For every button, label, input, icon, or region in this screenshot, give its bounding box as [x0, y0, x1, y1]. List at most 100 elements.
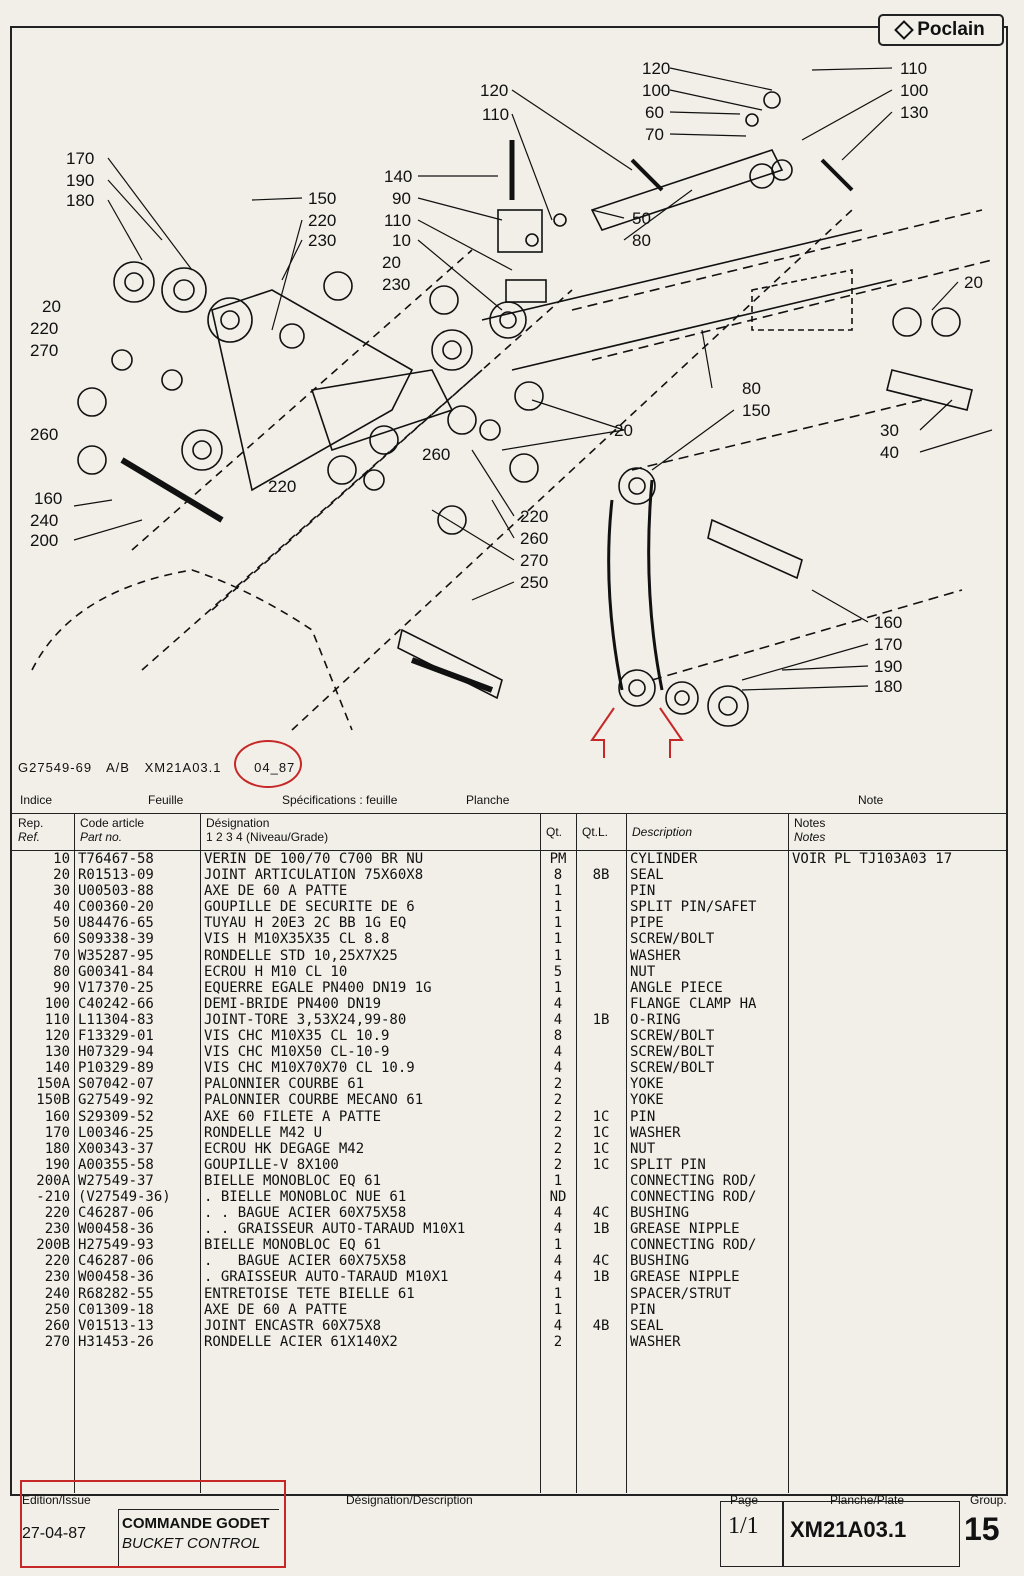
- cell-rep: 150A: [36, 1076, 70, 1093]
- cell-description: SEAL: [630, 1317, 664, 1334]
- callout-label: 130: [900, 103, 928, 122]
- cell-description: WASHER: [630, 947, 681, 964]
- cell-qt: 4: [553, 1060, 563, 1077]
- callout-label: 10: [392, 231, 411, 250]
- callout-label: 100: [900, 81, 928, 100]
- exploded-view-drawing: 120 100 60 70 110 100 130 120 110 140 90…: [30, 59, 993, 758]
- callouts: 120 100 60 70 110 100 130 120 110 140 90…: [30, 59, 983, 696]
- cell-rep: 100: [44, 995, 70, 1012]
- cell-qtl: 4B: [592, 1317, 610, 1334]
- cell-designation: JOINT ENCASTR 60X75X8: [204, 1317, 382, 1334]
- cell-qtl: [576, 948, 626, 964]
- cell-rep: 10: [53, 851, 70, 867]
- cell-designation: AXE DE 60 A PATTE: [204, 1301, 348, 1318]
- cell-rep: 200B: [36, 1237, 70, 1254]
- plate-value: XM21A03.1: [790, 1517, 907, 1542]
- cell-designation: . BAGUE ACIER 60X75X58: [204, 1253, 407, 1270]
- callout-label: 270: [520, 551, 548, 570]
- cell-rep: 20: [53, 867, 70, 884]
- cell-qt: 1: [553, 899, 563, 916]
- cell-rep: 90: [53, 979, 70, 996]
- callout-label: 120: [480, 81, 508, 100]
- callout-label: 250: [520, 573, 548, 592]
- cell-notes: [788, 948, 1008, 964]
- cell-qtl: 1C: [592, 1156, 610, 1173]
- cell-rep: 240: [44, 1285, 70, 1302]
- designation-label: Désignation/Description: [346, 1493, 473, 1507]
- cell-qt: 4: [553, 1221, 563, 1238]
- cell-qtl: [576, 964, 626, 980]
- cell-designation: JOINT-TORE 3,53X24,99-80: [204, 1011, 407, 1028]
- cell-designation: RONDELLE M42 U: [204, 1124, 323, 1141]
- cell-qtl: 1C: [592, 1124, 610, 1141]
- cell-designation: EQUERRE EGALE PN400 DN19 1G: [204, 979, 432, 996]
- callout-label: 220: [30, 319, 58, 338]
- cell-code: C46287-06: [78, 1253, 154, 1270]
- cell-code: S09338-39: [78, 931, 154, 948]
- callout-label: 160: [874, 613, 902, 632]
- callout-label: 80: [742, 379, 761, 398]
- cell-designation: . GRAISSEUR AUTO-TARAUD M10X1: [204, 1269, 449, 1286]
- cell-qtl: [576, 1060, 626, 1076]
- edition-value: 27-04-87: [22, 1525, 87, 1542]
- cell-rep: 130: [44, 1044, 70, 1061]
- callout-label: 90: [392, 189, 411, 208]
- cell-description: CONNECTING ROD/: [630, 1188, 757, 1205]
- cell-description: SCREW/BOLT: [630, 1060, 715, 1077]
- cell-designation: RONDELLE STD 10,25X7X25: [204, 947, 398, 964]
- cell-description: YOKE: [630, 1092, 664, 1109]
- cell-description: CONNECTING ROD/: [630, 1172, 757, 1189]
- cell-rep: 230: [44, 1269, 70, 1286]
- cell-qtl: [576, 1092, 626, 1108]
- cell-rep: 80: [53, 963, 70, 980]
- cell-designation: GOUPILLE DE SECURITE DE 6: [204, 899, 415, 916]
- cell-qt: 2: [553, 1108, 563, 1125]
- callout-label: 220: [268, 477, 296, 496]
- callout-label: 230: [382, 275, 410, 294]
- cell-qt: 2: [553, 1156, 563, 1173]
- cell-notes: VOIR PL TJ103A03 17: [792, 851, 953, 867]
- red-circle-annotation: [234, 740, 302, 788]
- cell-designation: BIELLE MONOBLOC EQ 61: [204, 1172, 382, 1189]
- callout-label: 150: [742, 401, 770, 420]
- cell-notes: [788, 1302, 1008, 1318]
- cell-notes: [788, 1318, 1008, 1334]
- callout-label: 260: [30, 425, 58, 444]
- cell-notes: [788, 1221, 1008, 1237]
- cell-qtl: [576, 1334, 626, 1350]
- cell-description: GREASE NIPPLE: [630, 1269, 740, 1286]
- cell-code: R68282-55: [78, 1285, 154, 1302]
- cell-rep: 260: [44, 1317, 70, 1334]
- cell-notes: [788, 931, 1008, 947]
- cell-code: F13329-01: [78, 1028, 154, 1045]
- title-french: COMMANDE GODET: [122, 1515, 270, 1532]
- callout-label: 190: [66, 171, 94, 190]
- cell-rep: 150B: [36, 1092, 70, 1109]
- cell-qtl: [576, 899, 626, 915]
- page-label: Page: [730, 1493, 759, 1507]
- cell-description: SCREW/BOLT: [630, 1028, 715, 1045]
- cell-notes: [788, 1109, 1008, 1125]
- cell-qtl: [576, 996, 626, 1012]
- cell-description: FLANGE CLAMP HA: [630, 995, 757, 1012]
- cell-code: C40242-66: [78, 995, 154, 1012]
- cell-notes: [788, 1286, 1008, 1302]
- cell-code: A00355-58: [78, 1156, 154, 1173]
- cell-notes: [788, 1237, 1008, 1253]
- cell-description: SEAL: [630, 867, 664, 884]
- cell-notes: [788, 1012, 1008, 1028]
- cell-rep: 40: [53, 899, 70, 916]
- cell-rep: 230: [44, 1221, 70, 1238]
- cell-code: H27549-93: [78, 1237, 154, 1254]
- cell-description: GREASE NIPPLE: [630, 1221, 740, 1238]
